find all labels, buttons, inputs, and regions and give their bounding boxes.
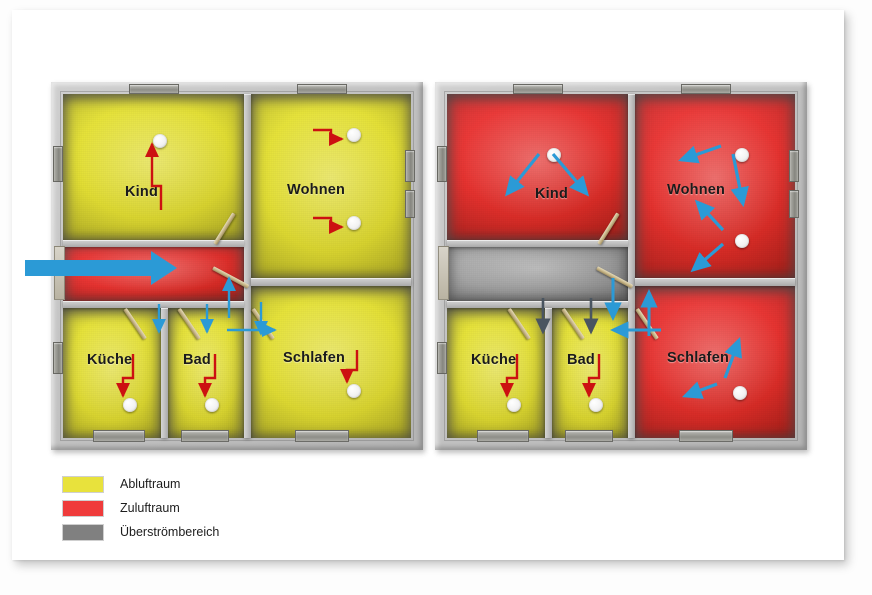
room-floor	[251, 94, 411, 278]
room-kueche-left	[63, 308, 161, 438]
room-label-schlafen: Schlafen	[667, 350, 730, 366]
room-floor	[168, 308, 244, 438]
entrance-door-right	[438, 246, 449, 300]
room-bad-right	[552, 308, 628, 438]
floor-plan-left: Kind Wohnen Küche Bad Schlafen	[25, 82, 423, 450]
window-bottom-kueche	[93, 430, 145, 442]
window-left-kueche	[437, 342, 447, 374]
partition-wall	[545, 308, 552, 438]
partition-wall	[628, 94, 635, 438]
room-floor	[447, 308, 545, 438]
legend-label: Überströmbereich	[120, 525, 220, 539]
extract-valve	[153, 134, 167, 148]
room-label-schlafen: Schlafen	[283, 350, 346, 366]
partition-wall	[63, 240, 244, 247]
partition-wall	[447, 301, 628, 308]
floor-plan-right: Kind Wohnen Küche Bad Schlafen	[435, 82, 807, 450]
room-floor	[63, 308, 161, 438]
room-floor	[63, 94, 244, 240]
window-right-wohnen	[789, 150, 799, 182]
extract-valve	[507, 398, 521, 412]
room-label-bad: Bad	[567, 352, 595, 368]
supply-valve	[735, 234, 749, 248]
interior-left: Kind Wohnen Küche Bad Schlafen	[53, 84, 415, 442]
window-bottom-kueche	[477, 430, 529, 442]
room-bad-left	[168, 308, 244, 438]
partition-wall	[244, 94, 251, 438]
room-label-kueche: Küche	[87, 352, 133, 368]
room-label-wohnen: Wohnen	[667, 182, 726, 198]
room-floor	[635, 286, 795, 438]
figure-card: Kind Wohnen Küche Bad Schlafen	[12, 10, 844, 560]
window-left-kind	[437, 146, 447, 182]
room-label-wohnen: Wohnen	[287, 182, 346, 198]
window-left-kind	[53, 146, 63, 182]
interior-right: Kind Wohnen Küche Bad Schlafen	[437, 84, 799, 442]
swatch-overflow-zone	[62, 523, 104, 541]
extract-valve	[347, 128, 361, 142]
window-top-wohnen	[681, 84, 731, 94]
partition-wall	[635, 278, 795, 286]
window-right-wohnen	[405, 150, 415, 182]
window-right-wohnen-2	[405, 190, 415, 218]
partition-wall	[447, 240, 628, 247]
legend-row: Überströmbereich	[62, 522, 219, 542]
room-floor	[251, 286, 411, 438]
extract-valve	[347, 384, 361, 398]
window-top-kind	[513, 84, 563, 94]
partition-wall	[63, 301, 244, 308]
supply-valve	[547, 148, 561, 162]
room-kind-right	[447, 94, 628, 240]
extract-valve	[123, 398, 137, 412]
supply-valve	[733, 386, 747, 400]
room-floor	[447, 94, 628, 240]
entrance-door-left	[54, 246, 65, 300]
window-left-kueche	[53, 342, 63, 374]
swatch-extract-room	[62, 475, 104, 493]
window-right-wohnen-2	[789, 190, 799, 218]
legend-label: Zuluftraum	[120, 501, 180, 515]
extract-valve	[589, 398, 603, 412]
room-kueche-right	[447, 308, 545, 438]
room-label-kind: Kind	[125, 184, 159, 200]
room-label-kind: Kind	[535, 186, 569, 202]
supply-valve	[735, 148, 749, 162]
extract-valve	[347, 216, 361, 230]
partition-wall	[251, 278, 411, 286]
extract-valve	[205, 398, 219, 412]
legend-row: Zuluftraum	[62, 498, 219, 518]
window-bottom-bad	[181, 430, 229, 442]
swatch-supply-room	[62, 499, 104, 517]
room-floor	[552, 308, 628, 438]
legend-label: Abluftraum	[120, 477, 181, 491]
window-bottom-schlafen	[679, 430, 733, 442]
legend-row: Abluftraum	[62, 474, 219, 494]
room-kind-left	[63, 94, 244, 240]
room-label-bad: Bad	[183, 352, 211, 368]
window-top-wohnen	[297, 84, 347, 94]
window-top-kind	[129, 84, 179, 94]
window-bottom-schlafen	[295, 430, 349, 442]
legend: Abluftraum Zuluftraum Überströmbereich	[62, 474, 219, 546]
room-label-kueche: Küche	[471, 352, 517, 368]
window-bottom-bad	[565, 430, 613, 442]
partition-wall	[161, 308, 168, 438]
